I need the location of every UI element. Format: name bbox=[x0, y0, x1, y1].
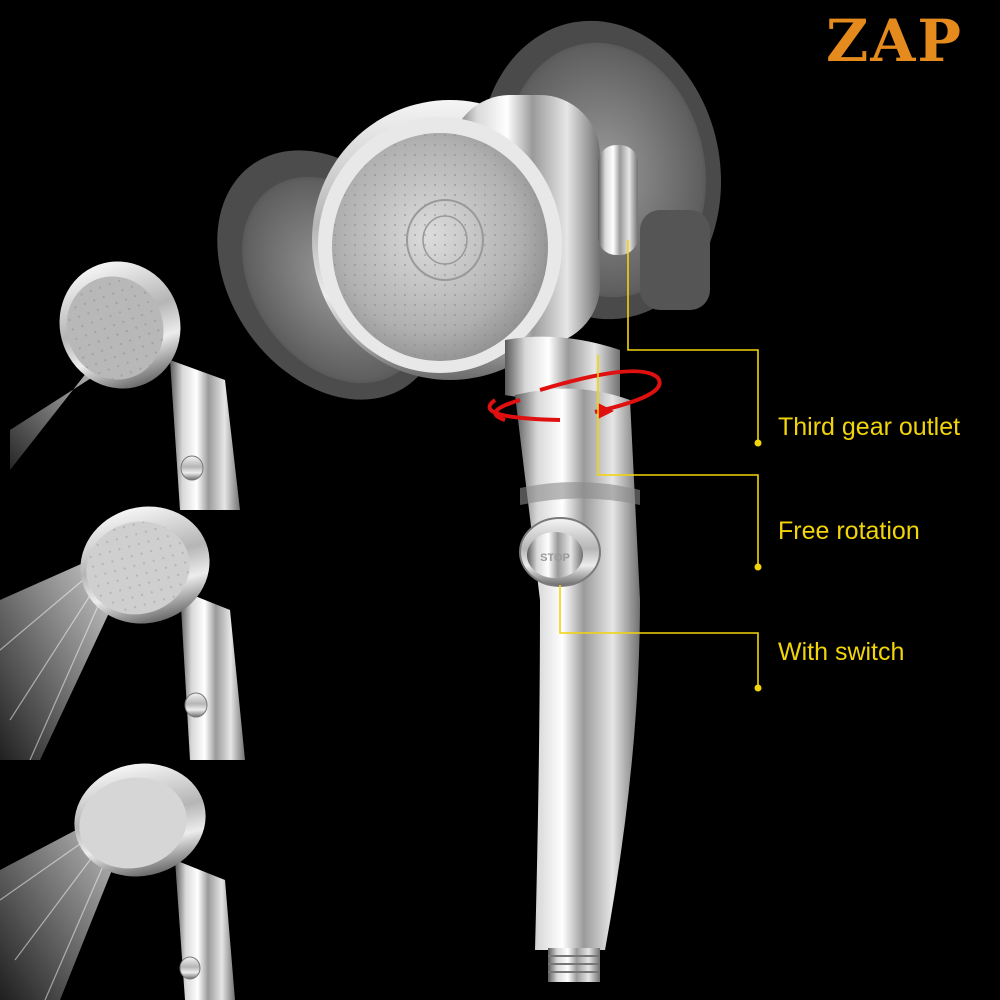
callout-line-with-switch bbox=[559, 585, 759, 686]
spray-mode-jet bbox=[10, 261, 240, 510]
spray-mode-mist bbox=[0, 763, 235, 1000]
callout-label-third-gear: Third gear outlet bbox=[778, 413, 961, 441]
neck bbox=[505, 336, 620, 402]
stop-switch-button: STOP bbox=[519, 517, 601, 587]
front-head bbox=[312, 95, 638, 380]
callout-dot-third-gear bbox=[754, 439, 762, 447]
handle bbox=[515, 388, 640, 982]
callout-label-with-switch: With switch bbox=[778, 638, 905, 666]
main-shower-head bbox=[217, 20, 722, 402]
callout-line-third-gear bbox=[627, 240, 759, 440]
rotation-arrow bbox=[487, 369, 662, 422]
callout-dot-with-switch bbox=[754, 684, 762, 692]
callout-line-free-rotation bbox=[597, 355, 759, 565]
callout-label-free-rotation: Free rotation bbox=[778, 517, 920, 545]
callout-lines bbox=[559, 240, 759, 686]
spray-mode-shower bbox=[0, 506, 245, 761]
stop-switch-label: STOP bbox=[540, 552, 570, 564]
brand-logo: ZAP bbox=[826, 7, 963, 75]
callout-dot-free-rotation bbox=[754, 563, 762, 571]
